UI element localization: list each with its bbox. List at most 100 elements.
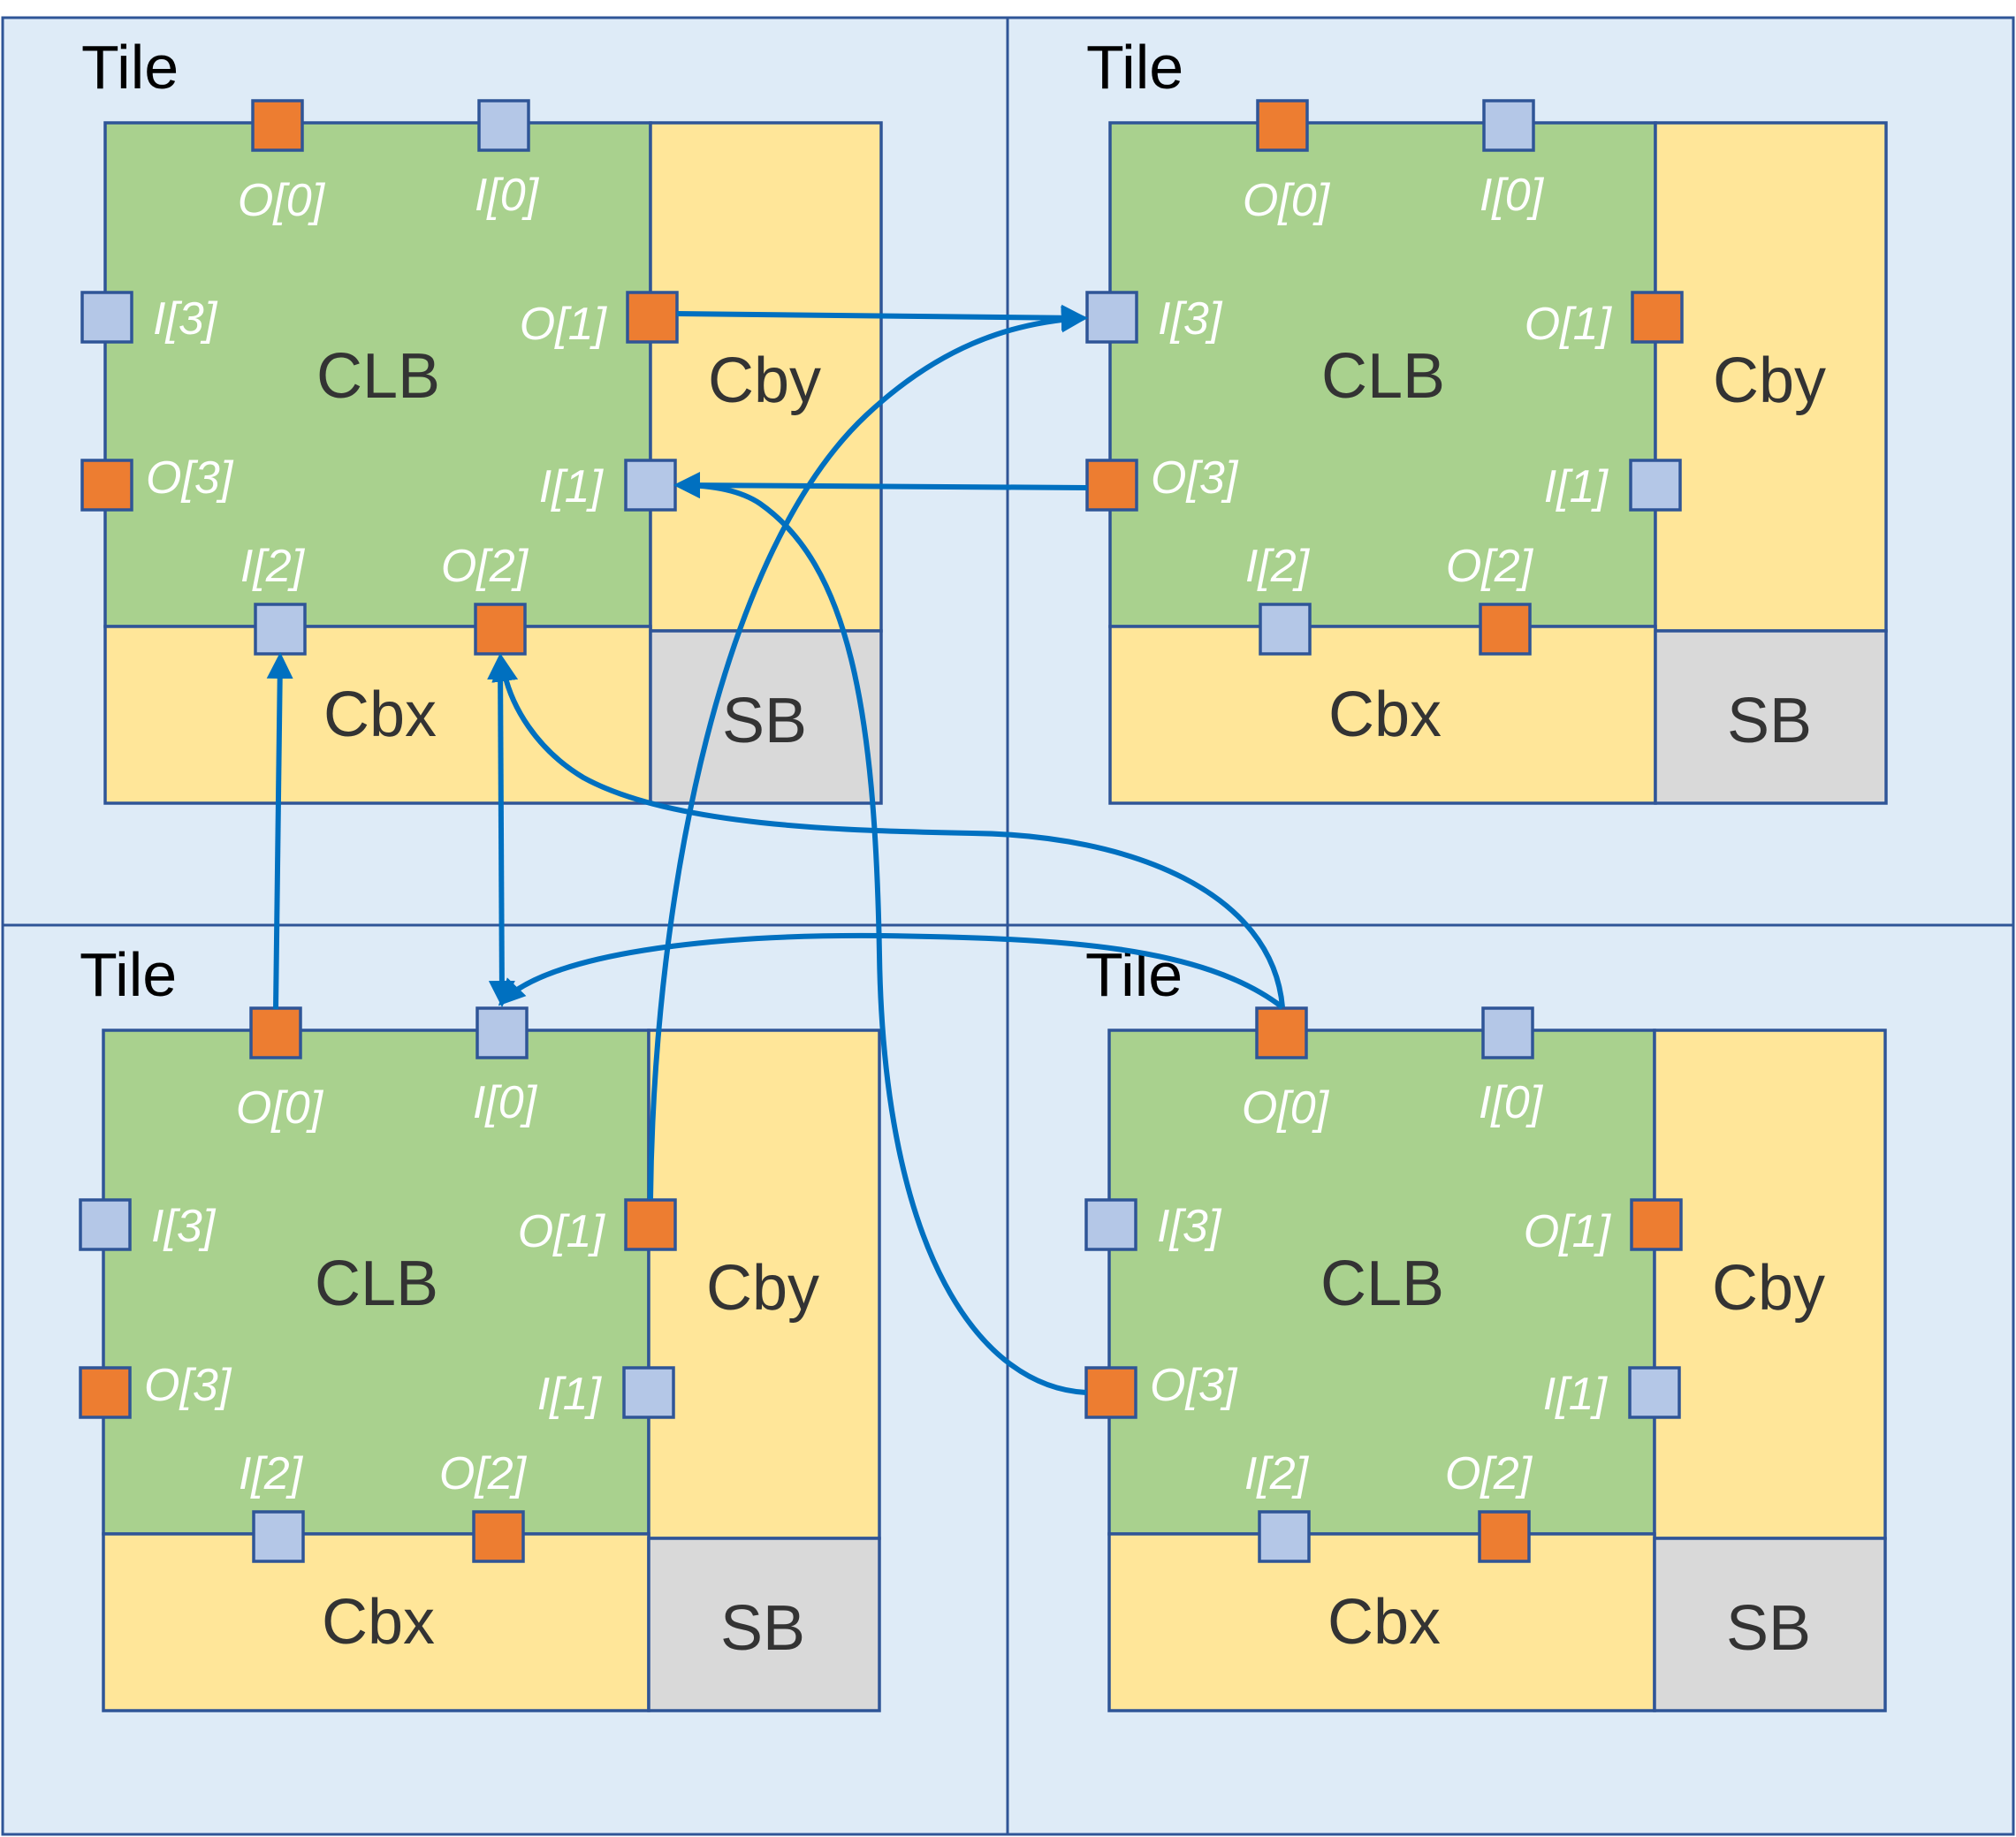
pin-label-o2: O[2] xyxy=(439,1448,528,1499)
clb-block xyxy=(102,1029,650,1536)
cbx-block xyxy=(1107,1532,1656,1712)
input-pin-i3[interactable] xyxy=(1085,291,1138,344)
wire-br-o0-to-tl-o2[interactable] xyxy=(491,655,1285,1008)
input-pin-i0[interactable] xyxy=(1481,1006,1534,1059)
input-pin-i0[interactable] xyxy=(1482,99,1535,152)
input-pin-i0[interactable] xyxy=(475,1006,529,1059)
pin-label-o1: O[1] xyxy=(1524,1206,1612,1257)
sb-label: SB xyxy=(720,1593,805,1664)
sb-label: SB xyxy=(1727,686,1812,756)
pin-label-o3: O[3] xyxy=(144,1360,232,1411)
pin-label-o3: O[3] xyxy=(1151,452,1239,504)
clb-label: CLB xyxy=(1321,341,1445,412)
input-pin-i0[interactable] xyxy=(477,99,530,152)
clb-label: CLB xyxy=(316,341,440,412)
output-pin-o0[interactable] xyxy=(249,1006,302,1059)
pin-label-i3: I[3] xyxy=(1158,293,1223,345)
tile-label: Tile xyxy=(1086,33,1183,102)
output-pin-o1[interactable] xyxy=(1631,291,1684,344)
sb-block xyxy=(1654,629,1888,805)
wire-tr-o3-to-tl-i1[interactable] xyxy=(673,472,1088,499)
sb-block xyxy=(647,1537,881,1712)
cby-block xyxy=(649,121,883,633)
input-pin-i1[interactable] xyxy=(622,1366,675,1419)
tile-top-left: Tile CLB Cby Cbx SB O[0] I[0] I[3] O[1] … xyxy=(80,33,883,805)
output-pin-o3[interactable] xyxy=(80,459,133,512)
input-pin-i1[interactable] xyxy=(1629,459,1682,512)
output-pin-o2[interactable] xyxy=(1478,1510,1531,1563)
output-pin-o1[interactable] xyxy=(1630,1198,1683,1251)
tile-bottom-left: Tile CLB Cby Cbx SB O[0] I[0] I[3] O[1] … xyxy=(79,940,881,1712)
sb-label: SB xyxy=(1726,1593,1811,1664)
cby-label: Cby xyxy=(1713,345,1826,416)
output-pin-o2[interactable] xyxy=(474,603,527,656)
tile-bottom-right: Tile CLB Cby Cbx SB O[0] I[0] I[3] O[1] … xyxy=(1084,940,1887,1712)
pin-label-o3: O[3] xyxy=(1150,1360,1238,1411)
cbx-label: Cbx xyxy=(1328,1587,1441,1658)
pin-label-i3: I[3] xyxy=(151,1201,217,1252)
wire-bl-o1-to-tr-i3[interactable] xyxy=(648,306,1088,1200)
clb-block xyxy=(1107,1029,1656,1536)
output-pin-o3[interactable] xyxy=(79,1366,132,1419)
pin-label-i1: I[1] xyxy=(537,1369,603,1420)
pin-label-i3: I[3] xyxy=(153,293,218,345)
sb-block xyxy=(1653,1537,1887,1712)
input-pin-i1[interactable] xyxy=(1628,1366,1681,1419)
tile-label: Tile xyxy=(80,940,177,1009)
clb-block xyxy=(103,121,652,628)
wire-br-o3-to-tl-i1[interactable] xyxy=(673,472,1087,1395)
pin-label-i0: I[0] xyxy=(1479,1077,1544,1128)
output-pin-o1[interactable] xyxy=(626,291,679,344)
pin-label-o1: O[1] xyxy=(518,1206,606,1257)
tile-label: Tile xyxy=(81,33,179,102)
input-pin-i2[interactable] xyxy=(254,603,307,656)
cbx-label: Cbx xyxy=(323,679,437,750)
pin-label-o2: O[2] xyxy=(1446,541,1534,592)
output-pin-o3[interactable] xyxy=(1085,459,1138,512)
pin-label-i1: I[1] xyxy=(539,461,605,512)
cbx-label: Cbx xyxy=(322,1587,435,1658)
cby-label: Cby xyxy=(706,1253,819,1324)
output-pin-o0[interactable] xyxy=(1256,99,1309,152)
pin-label-o2: O[2] xyxy=(441,541,529,592)
cby-block xyxy=(1653,1029,1887,1540)
input-pin-i1[interactable] xyxy=(624,459,677,512)
output-pin-o2[interactable] xyxy=(1479,603,1532,656)
sb-label: SB xyxy=(722,686,807,756)
input-pin-i3[interactable] xyxy=(1084,1198,1137,1251)
pin-label-o2: O[2] xyxy=(1445,1448,1533,1499)
output-pin-o0[interactable] xyxy=(251,99,304,152)
cbx-block xyxy=(103,625,652,805)
input-pin-i2[interactable] xyxy=(1258,1510,1311,1563)
cby-block xyxy=(647,1029,881,1540)
input-pin-i3[interactable] xyxy=(80,291,133,344)
pin-label-o1: O[1] xyxy=(1525,299,1613,350)
wire-bl-o0-to-tl-i2[interactable] xyxy=(266,652,293,1010)
routing-wires xyxy=(266,304,1285,1395)
cby-block xyxy=(1654,121,1888,633)
wire-tl-o2-bl-i0-bidirectional[interactable] xyxy=(487,653,515,1007)
output-pin-o2[interactable] xyxy=(472,1510,525,1563)
input-pin-i2[interactable] xyxy=(1259,603,1312,656)
cbx-block xyxy=(102,1532,650,1712)
wire-tl-o1-to-tr-i3[interactable] xyxy=(676,304,1088,331)
wire-br-o0-to-bl-i0[interactable] xyxy=(498,932,1284,1010)
pin-label-o0: O[0] xyxy=(238,175,326,226)
output-pin-o1[interactable] xyxy=(624,1198,677,1251)
pin-label-i0: I[0] xyxy=(473,1077,538,1128)
clb-label: CLB xyxy=(315,1249,438,1319)
tile-top-right: Tile CLB Cby Cbx SB O[0] I[0] I[3] O[1] … xyxy=(1085,33,1888,805)
pin-label-o0: O[0] xyxy=(1242,1082,1330,1134)
pin-label-i0: I[0] xyxy=(475,170,540,221)
pin-label-o0: O[0] xyxy=(1243,175,1331,226)
pin-label-i1: I[1] xyxy=(1544,461,1609,512)
input-pin-i3[interactable] xyxy=(79,1198,132,1251)
pin-label-i0: I[0] xyxy=(1480,170,1545,221)
input-pin-i2[interactable] xyxy=(252,1510,305,1563)
output-pin-o0[interactable] xyxy=(1255,1006,1308,1059)
pin-label-i1: I[1] xyxy=(1543,1369,1609,1420)
clb-label: CLB xyxy=(1320,1249,1444,1319)
pin-label-o3: O[3] xyxy=(146,452,234,504)
output-pin-o3[interactable] xyxy=(1084,1366,1137,1419)
